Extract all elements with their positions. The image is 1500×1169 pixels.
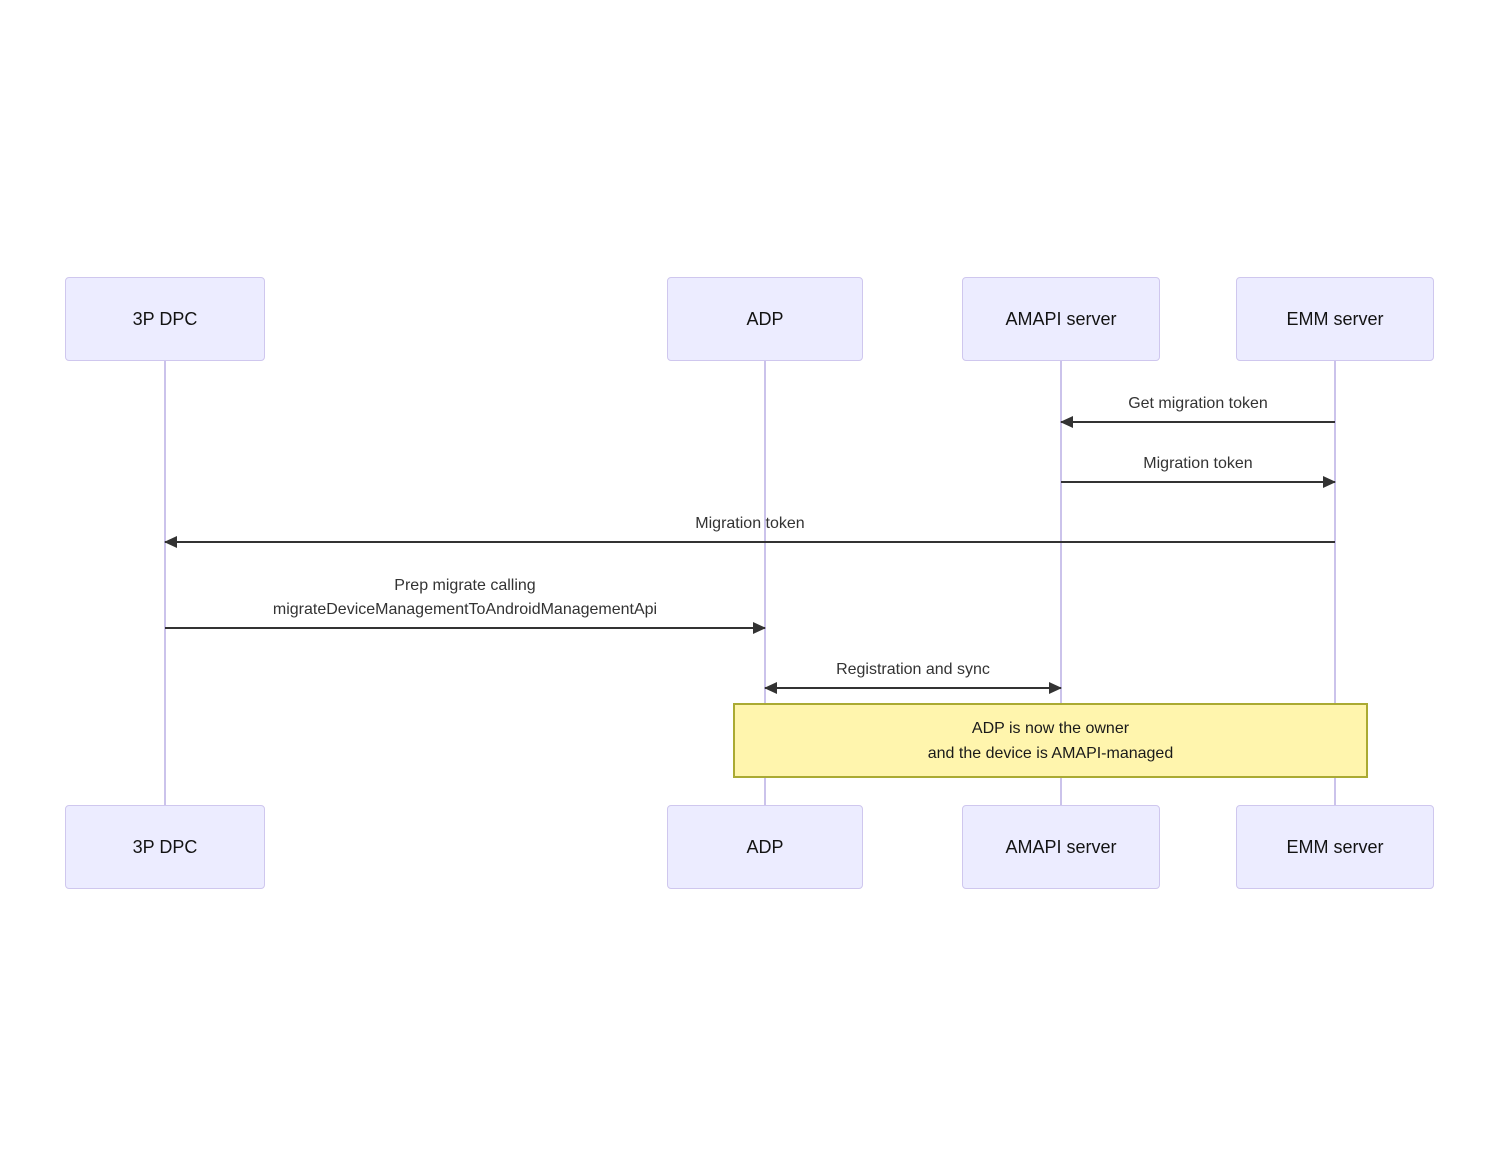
actor-bottom-emm-server: EMM server	[1236, 805, 1434, 889]
lifeline-emm-server	[1334, 361, 1336, 805]
message-line	[1061, 481, 1335, 483]
message-line	[1061, 421, 1335, 423]
message-line	[765, 687, 1061, 689]
actor-bottom-3p-dpc: 3P DPC	[65, 805, 265, 889]
message-line	[165, 627, 765, 629]
lifeline-amapi-server	[1060, 361, 1062, 805]
actor-top-3p-dpc: 3P DPC	[65, 277, 265, 361]
actor-bottom-amapi-server: AMAPI server	[962, 805, 1160, 889]
message-label: Prep migrate calling migrateDeviceManage…	[272, 577, 658, 618]
actor-top-amapi-server: AMAPI server	[962, 277, 1160, 361]
actor-bottom-adp: ADP	[667, 805, 863, 889]
actor-top-adp: ADP	[667, 277, 863, 361]
message-label: Migration token	[695, 515, 805, 532]
message-label: Get migration token	[1128, 395, 1268, 412]
arrowhead-left-icon	[764, 682, 777, 694]
arrowhead-right-icon	[1049, 682, 1062, 694]
lifeline-3p-dpc	[164, 361, 166, 805]
arrowhead-left-icon	[1060, 416, 1073, 428]
note-adp-owner: ADP is now the owner and the device is A…	[733, 703, 1368, 778]
lifeline-adp	[764, 361, 766, 805]
arrowhead-right-icon	[753, 622, 766, 634]
message-label: Registration and sync	[836, 661, 990, 678]
actor-top-emm-server: EMM server	[1236, 277, 1434, 361]
arrowhead-left-icon	[164, 536, 177, 548]
arrowhead-right-icon	[1323, 476, 1336, 488]
message-label: Migration token	[1143, 455, 1253, 472]
message-line	[165, 541, 1335, 543]
